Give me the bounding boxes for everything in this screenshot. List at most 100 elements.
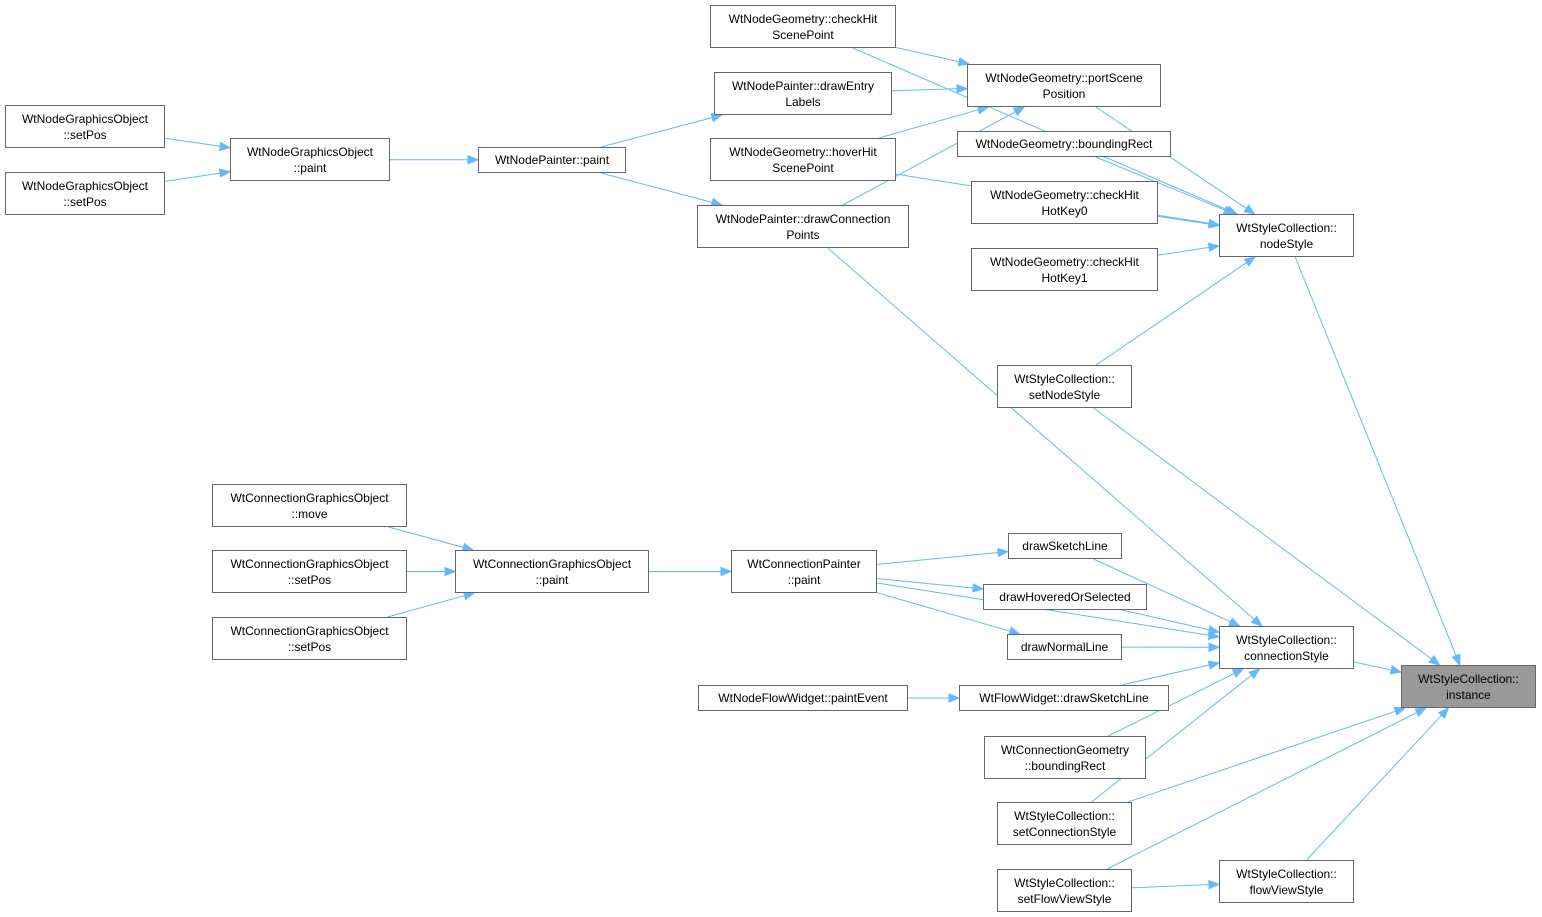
node-draw-normal-line[interactable]: drawNormalLine — [1007, 634, 1122, 660]
edge-connectionStyle-to-instance — [1353, 661, 1392, 671]
edge-checkHitHotKey1-to-nodeStyle — [1157, 246, 1210, 256]
node-check-hit-hot-key-0-line1: WtNodeGeometry::checkHit — [990, 187, 1139, 202]
node-check-hit-scene-point[interactable]: WtNodeGeometry::checkHit ScenePoint — [710, 5, 896, 48]
node-flow-view-style-line2: flowViewStyle — [1249, 882, 1324, 897]
node-connection-style[interactable]: WtStyleCollection:: connectionStyle — [1219, 626, 1354, 669]
node-node-bounding-rect[interactable]: WtNodeGeometry::boundingRect — [957, 131, 1171, 157]
node-connection-style-line2: connectionStyle — [1244, 648, 1329, 663]
node-connection-painter-paint[interactable]: WtConnectionPainter ::paint — [731, 550, 877, 593]
edge-portScenePosition-to-nodeStyle — [1095, 106, 1247, 209]
node-draw-sketch-line[interactable]: drawSketchLine — [1008, 533, 1122, 559]
node-node-style-line2: nodeStyle — [1259, 236, 1314, 251]
node-set-connection-style[interactable]: WtStyleCollection:: setConnectionStyle — [997, 802, 1132, 845]
node-set-node-style-line1: WtStyleCollection:: — [1014, 371, 1115, 386]
edge-drawConnectionPoints-to-connectionStyle — [827, 247, 1255, 620]
arrowhead-connGraphicsPaint-to-connPainterPaint — [720, 566, 733, 577]
arrowhead-connPainterPaint-to-drawHoveredOrSelected — [972, 583, 985, 593]
node-connection-geometry-bounding-rect-line2: ::boundingRect — [1024, 758, 1106, 773]
edge-nodeStyle-to-instance — [1294, 256, 1457, 656]
arrowhead-setFlowViewStyle-to-flowViewStyle — [1208, 879, 1221, 890]
node-draw-entry-labels[interactable]: WtNodePainter::drawEntry Labels — [714, 72, 892, 115]
edge-connPainterPaint-to-drawSketchLine — [876, 552, 999, 565]
arrowhead-nodeStyle-to-instance — [1451, 653, 1461, 667]
node-node-graphics-paint[interactable]: WtNodeGraphicsObject ::paint — [230, 138, 390, 181]
node-set-node-style-line2: setNodeStyle — [1028, 387, 1101, 402]
arrowhead-drawNormalLine-to-connectionStyle — [1208, 642, 1221, 653]
node-draw-connection-points-line1: WtNodePainter::drawConnection — [715, 211, 891, 226]
node-draw-sketch-line-line1: drawSketchLine — [1022, 539, 1108, 553]
node-connection-graphics-set-pos-2-line1: WtConnectionGraphicsObject — [230, 623, 389, 638]
arrowhead-checkHitScenePoint-to-portScenePosition — [957, 57, 971, 67]
edge-checkHitHotKey0-to-nodeStyle — [1157, 215, 1210, 225]
node-instance: WtStyleCollection:: instance — [1401, 665, 1536, 708]
node-set-node-style[interactable]: WtStyleCollection:: setNodeStyle — [997, 365, 1132, 408]
arrowhead-drawEntryLabels-to-portScenePosition — [956, 84, 969, 94]
node-draw-normal-line-line1: drawNormalLine — [1020, 640, 1109, 654]
node-check-hit-hot-key-0[interactable]: WtNodeGeometry::checkHit HotKey0 — [971, 181, 1158, 224]
arrowhead-setConnectionStyle-to-connectionStyle — [1248, 668, 1261, 680]
node-set-connection-style-line1: WtStyleCollection:: — [1014, 808, 1115, 823]
node-port-scene-position-line2: Position — [1042, 86, 1086, 101]
node-set-flow-view-style[interactable]: WtStyleCollection:: setFlowViewStyle — [997, 869, 1132, 912]
node-hover-hit-scene-point-line1: WtNodeGeometry::hoverHit — [729, 144, 877, 159]
node-connection-graphics-paint[interactable]: WtConnectionGraphicsObject ::paint — [455, 550, 649, 593]
node-connection-geometry-bounding-rect[interactable]: WtConnectionGeometry ::boundingRect — [984, 736, 1146, 779]
node-connection-graphics-move[interactable]: WtConnectionGraphicsObject ::move — [212, 484, 407, 527]
arrowhead-hoverHitScenePoint-to-nodeStyle — [1207, 218, 1221, 228]
node-draw-entry-labels-line1: WtNodePainter::drawEntry — [731, 78, 875, 93]
node-draw-hovered-or-selected-line1: drawHoveredOrSelected — [999, 590, 1131, 604]
node-connection-graphics-move-line2: ::move — [291, 506, 328, 521]
arrowhead-setFlowViewStyle-to-instance — [1414, 707, 1428, 717]
edge-connPainterPaint-to-drawHoveredOrSelected — [876, 578, 974, 589]
edge-flowViewStyle-to-instance — [1306, 714, 1442, 861]
node-connection-painter-paint-line1: WtConnectionPainter — [747, 556, 861, 571]
node-node-set-pos-2[interactable]: WtNodeGraphicsObject ::setPos — [5, 172, 165, 215]
arrowhead-flowWidgetDrawSketchLine-to-connectionStyle — [1207, 660, 1221, 670]
node-connection-painter-paint-line2: ::paint — [787, 572, 821, 587]
node-connection-graphics-set-pos-2[interactable]: WtConnectionGraphicsObject ::setPos — [212, 617, 407, 660]
node-flow-widget-draw-sketch-line[interactable]: WtFlowWidget::drawSketchLine — [959, 685, 1169, 711]
arrowhead-drawSketchLine-to-connectionStyle — [1228, 617, 1241, 627]
node-hover-hit-scene-point[interactable]: WtNodeGeometry::hoverHit ScenePoint — [710, 138, 896, 181]
node-node-painter-paint[interactable]: WtNodePainter::paint — [478, 147, 626, 173]
node-node-style[interactable]: WtStyleCollection:: nodeStyle — [1219, 214, 1354, 257]
edge-setConnectionStyle-to-connectionStyle — [1091, 674, 1252, 803]
node-connection-geometry-bounding-rect-line1: WtConnectionGeometry — [1000, 742, 1130, 757]
node-draw-connection-points[interactable]: WtNodePainter::drawConnection Points — [697, 205, 909, 248]
arrowhead-drawConnectionPoints-to-connectionStyle — [1250, 615, 1263, 627]
node-port-scene-position[interactable]: WtNodeGeometry::portScene Position — [967, 64, 1161, 107]
node-instance-line1: WtStyleCollection:: — [1418, 671, 1519, 686]
edge-connMove-to-connGraphicsPaint — [388, 526, 464, 548]
edge-nodeSetPos1-to-nodeGraphicsPaint — [164, 137, 221, 147]
edge-nodeBoundingRect-to-nodeStyle — [1095, 156, 1226, 211]
node-node-style-line1: WtStyleCollection:: — [1236, 220, 1337, 235]
arrowhead-connectionStyle-to-instance — [1389, 665, 1403, 675]
node-check-hit-scene-point-line1: WtNodeGeometry::checkHit — [728, 11, 878, 26]
node-node-flow-paint-event-line1: WtNodeFlowWidget::paintEvent — [718, 691, 888, 705]
arrowhead-connGeomBoundingRect-to-connectionStyle — [1231, 668, 1245, 678]
node-flow-view-style[interactable]: WtStyleCollection:: flowViewStyle — [1219, 860, 1354, 903]
node-node-set-pos-1[interactable]: WtNodeGraphicsObject ::setPos — [5, 105, 165, 148]
node-connection-graphics-paint-line2: ::paint — [535, 572, 569, 587]
arrowhead-drawHoveredOrSelected-to-connectionStyle — [1207, 625, 1221, 635]
node-node-set-pos-2-line2: ::setPos — [63, 194, 107, 209]
arrowhead-connPainterPaint-to-drawSketchLine — [997, 547, 1010, 558]
arrowhead-checkHitHotKey1-to-nodeStyle — [1207, 242, 1221, 253]
node-set-flow-view-style-line2: setFlowViewStyle — [1017, 891, 1112, 906]
node-draw-hovered-or-selected[interactable]: drawHoveredOrSelected — [983, 584, 1147, 610]
arrowhead-nodeGraphicsPaint-to-nodePainterPaint — [467, 155, 480, 165]
node-connection-graphics-set-pos-1[interactable]: WtConnectionGraphicsObject ::setPos — [212, 550, 407, 593]
edge-setFlowViewStyle-to-instance — [1106, 712, 1418, 870]
arrowhead-nodeSetPos1-to-nodeGraphicsPaint — [218, 141, 232, 151]
edge-setNodeStyle-to-instance — [1093, 407, 1432, 660]
node-connection-graphics-move-line1: WtConnectionGraphicsObject — [230, 490, 389, 505]
arrowhead-setConnectionStyle-to-instance — [1393, 706, 1407, 716]
edge-drawConnectionPoints-to-portScenePosition — [842, 111, 1016, 206]
node-node-flow-paint-event[interactable]: WtNodeFlowWidget::paintEvent — [698, 685, 908, 711]
node-check-hit-hot-key-1[interactable]: WtNodeGeometry::checkHit HotKey1 — [971, 248, 1158, 291]
node-check-hit-scene-point-line2: ScenePoint — [772, 27, 834, 42]
arrowhead-setNodeStyle-to-nodeStyle — [1243, 256, 1257, 267]
edge-connSetPos2-to-connGraphicsPaint — [387, 595, 465, 618]
edge-flowWidgetDrawSketchLine-to-connectionStyle — [1121, 664, 1210, 686]
